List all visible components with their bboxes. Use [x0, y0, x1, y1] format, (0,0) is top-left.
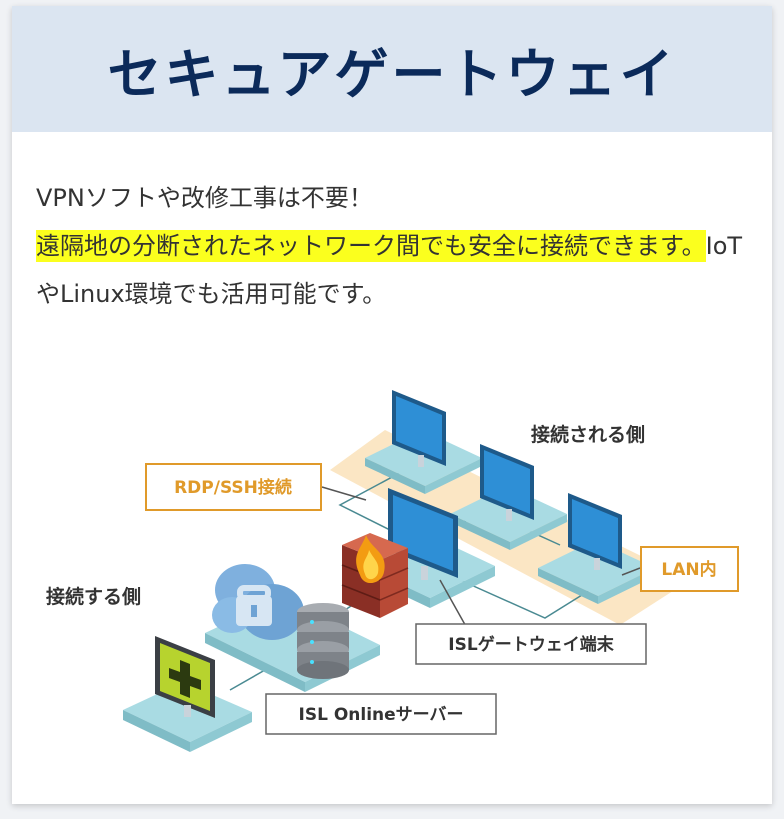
- callout-rdp-ssh: RDP/SSH接続: [145, 463, 322, 511]
- client-monitor-icon: [155, 636, 215, 718]
- page-title: セキュアゲートウェイ: [107, 42, 677, 106]
- rdp-ssh-label: RDP/SSH接続: [174, 477, 292, 498]
- card: セキュアゲートウェイ VPNソフトや改修工事は不要！ 遠隔地の分断されたネットワ…: [12, 6, 772, 804]
- server-label: ISL Onlineサーバー: [299, 705, 464, 725]
- connected-side-label: 接続される側: [531, 423, 645, 446]
- description: VPNソフトや改修工事は不要！ 遠隔地の分断されたネットワーク間でも安全に接続で…: [36, 174, 748, 318]
- monitor-icon: [392, 390, 446, 467]
- description-rest: IoTやLinux環境でも活用可能です。: [36, 232, 743, 308]
- description-line1: VPNソフトや改修工事は不要！: [36, 184, 373, 212]
- connecting-side-label: 接続する側: [46, 585, 141, 608]
- callout-gateway-terminal: ISLゲートウェイ端末: [415, 623, 647, 665]
- server-icon: [297, 603, 349, 679]
- gateway-terminal-label: ISLゲートウェイ端末: [448, 634, 614, 655]
- callout-server: ISL Onlineサーバー: [265, 693, 497, 735]
- description-body: 遠隔地の分断されたネットワーク間でも安全に接続できます。IoTやLinux環境で…: [36, 222, 748, 318]
- cloud-lock-icon: [212, 564, 304, 640]
- lan-label: LAN内: [661, 559, 716, 580]
- callout-lan: LAN内: [640, 546, 739, 592]
- firewall-icon: [341, 533, 409, 618]
- monitor-icon: [568, 493, 622, 570]
- monitor-icon: [480, 444, 534, 521]
- callout-line: [621, 567, 641, 576]
- callout-line: [321, 486, 367, 501]
- callout-line: [439, 579, 469, 631]
- header-banner: セキュアゲートウェイ: [12, 6, 772, 132]
- highlighted-text: 遠隔地の分断されたネットワーク間でも安全に接続できます。: [36, 230, 706, 262]
